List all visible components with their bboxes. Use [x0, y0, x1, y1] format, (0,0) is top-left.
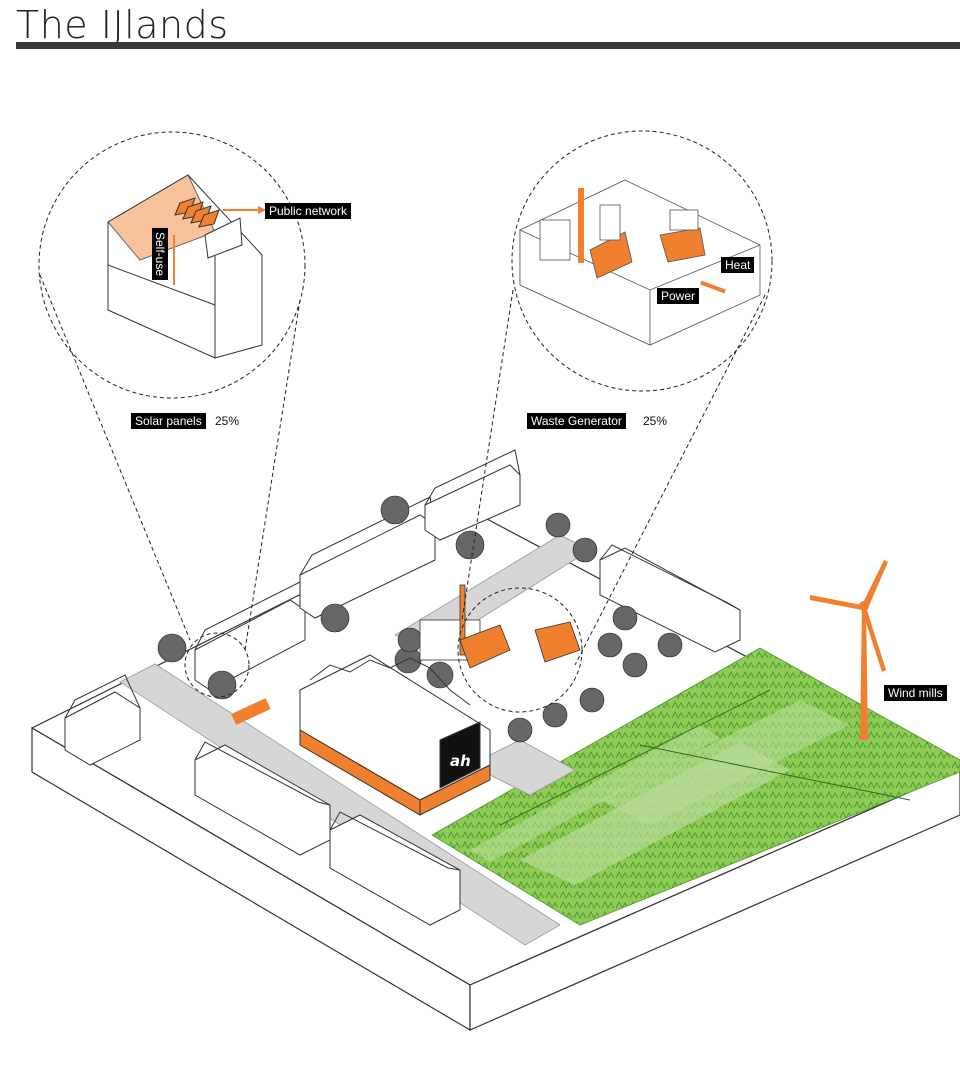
- truck: [231, 698, 271, 726]
- waste-plant-detail: [519, 179, 761, 346]
- heat-label: Heat: [721, 257, 755, 273]
- wind-turbine: [810, 560, 888, 740]
- waste-plant-map: [419, 584, 581, 669]
- solar-panels-label: Solar panels: [131, 413, 206, 429]
- solar-percent: 25%: [215, 414, 240, 428]
- callout-waste: [457, 130, 773, 713]
- solar-house-detail: [107, 174, 266, 359]
- public-network-label: Public network: [265, 203, 352, 219]
- green-field: [431, 647, 960, 926]
- store-logo: ah: [450, 752, 471, 770]
- row-houses: [64, 449, 741, 926]
- waste-generator-label: Waste Generator: [527, 413, 626, 429]
- self-use-label: Self-use: [152, 228, 168, 281]
- waste-percent: 25%: [643, 414, 668, 428]
- page-title: The IJlands: [16, 3, 229, 47]
- power-label: Power: [657, 288, 700, 304]
- supermarket: [299, 654, 491, 816]
- wind-mills-label: Wind mills: [884, 685, 947, 701]
- callout-solar: [38, 131, 306, 698]
- trees: [157, 495, 683, 743]
- title-underline: [16, 42, 960, 49]
